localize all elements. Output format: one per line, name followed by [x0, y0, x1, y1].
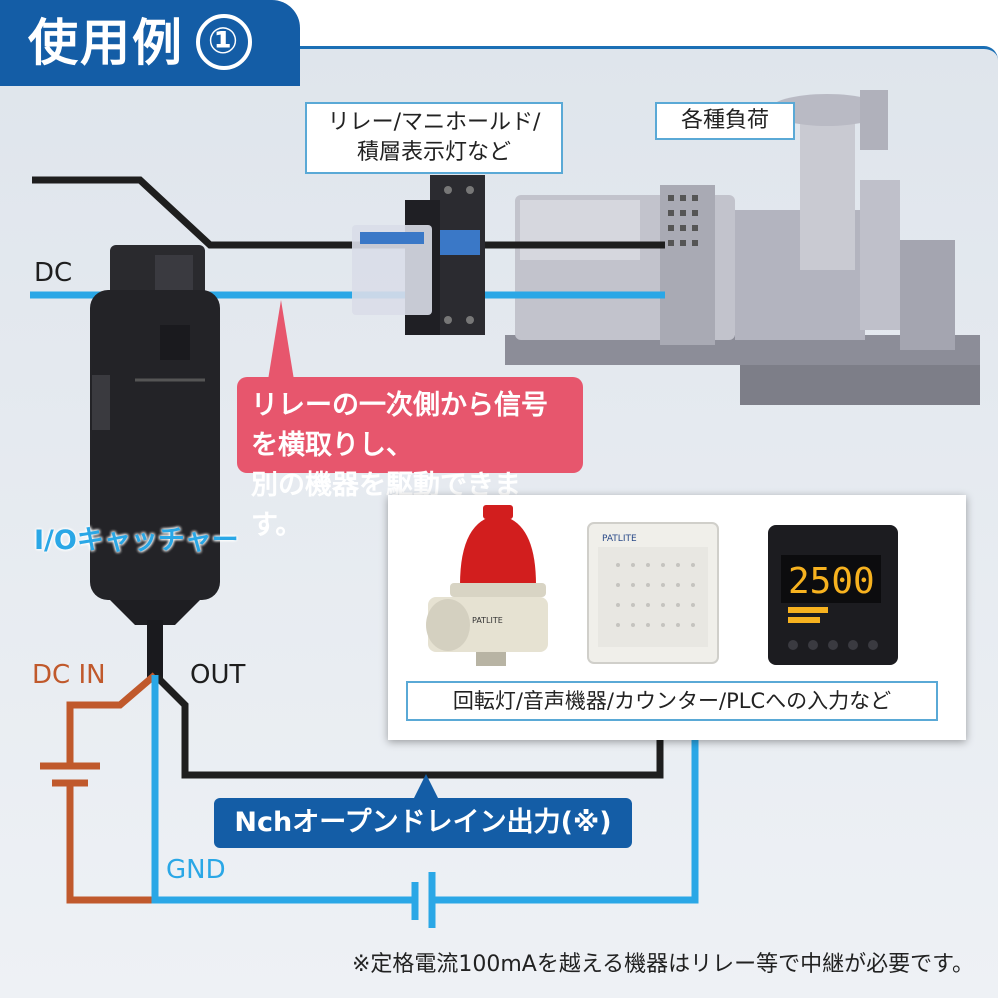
light-brand-text: PATLITE: [472, 616, 503, 625]
io-catcher-illustration: [90, 245, 220, 680]
rotating-light-illustration: PATLITE: [426, 505, 548, 666]
device-name-label: I/Oキャッチャー: [34, 525, 239, 556]
speaker-illustration: PATLITE: [587, 522, 719, 664]
gnd-label: GND: [166, 855, 226, 885]
callout-box: リレーの一次側から信号を横取りし、 別の機器を駆動できます。: [237, 377, 583, 541]
gnd-return-line: [435, 740, 699, 904]
counter-illustration: 2500: [768, 525, 898, 665]
callout-line-1: リレーの一次側から信号を横取りし、: [251, 390, 548, 461]
dc-in-line: [66, 672, 158, 763]
output-type-pointer: [414, 774, 438, 798]
loads-label: 各種負荷: [655, 102, 795, 140]
devices-panel: PATLITE PATLITE 2500 回転灯/音: [388, 495, 966, 740]
callout-pointer: [268, 300, 294, 380]
title-number: ①: [196, 13, 252, 70]
counter-display: 2500: [788, 561, 875, 602]
output-type-badge: Nchオープンドレイン出力(※): [214, 798, 632, 848]
dc-in-return-line: [66, 783, 155, 904]
out-label: OUT: [190, 660, 246, 690]
out-line: [152, 672, 664, 779]
dc-label: DC: [34, 258, 73, 288]
title-text: 使用例: [28, 14, 184, 72]
dc-in-label: DC IN: [32, 660, 106, 690]
speaker-brand-text: PATLITE: [602, 534, 637, 544]
relay-label: リレー/マニホールド/ 積層表示灯など: [305, 102, 563, 174]
machine-illustration: [505, 90, 980, 405]
relay-illustration: [352, 175, 485, 335]
devices-illustration: PATLITE PATLITE 2500: [426, 505, 898, 666]
devices-caption: 回転灯/音声機器/カウンター/PLCへの入力など: [406, 681, 938, 721]
gnd-line: [151, 675, 412, 904]
footnote: ※定格電流100mAを越える機器はリレー等で中継が必要です。: [351, 952, 974, 977]
